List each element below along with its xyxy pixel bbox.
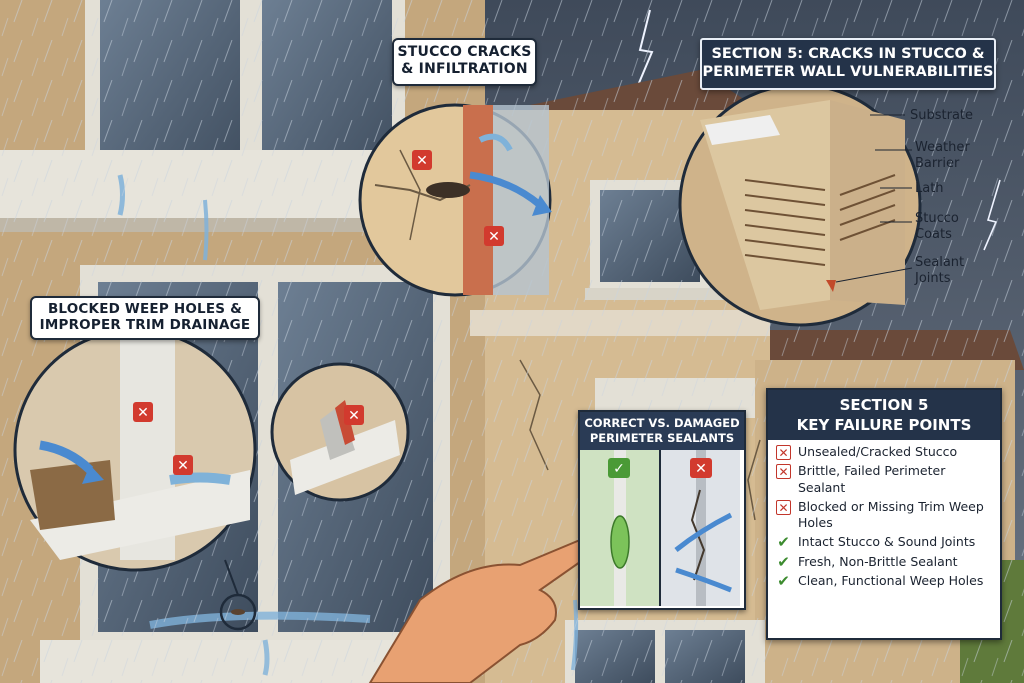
title-line: SECTION 5 [839,396,929,414]
check-icon [608,457,630,478]
callout-line: IMPROPER TRIM DRAINAGE [39,317,251,334]
callout-line: & INFILTRATION [401,60,528,77]
item-text: Unsealed/Cracked Stucco [798,444,958,459]
x-icon: ✕ [776,499,791,515]
trim-corner-zoom: ✕ [270,362,410,502]
stucco-crack-zoom: ✕ ✕ [358,103,552,297]
stucco-cracks-callout: STUCCO CRACKS & INFILTRATION [392,38,537,86]
svg-text:✕: ✕ [416,153,428,169]
svg-text:✕: ✕ [348,408,360,424]
success-point-item: ✔ Fresh, Non-Brittle Sealant [776,554,994,570]
item-text: Brittle, Failed Perimeter Sealant [798,463,946,495]
key-failure-points-title: SECTION 5 KEY FAILURE POINTS [768,390,1000,440]
failure-point-item: ✕ Brittle, Failed Perimeter Sealant [776,463,994,496]
sealant-comparison-card: CORRECT VS. DAMAGED PERIMETER SEALANTS ✓… [578,410,746,610]
layer-label-sealant-joints: Sealant Joints [915,255,964,286]
svg-text:✕: ✕ [695,461,707,477]
weep-holes-callout: BLOCKED WEEP HOLES & IMPROPER TRIM DRAIN… [30,296,260,340]
section5-title: SECTION 5: CRACKS IN STUCCO & PERIMETER … [700,38,996,90]
layer-text: Coats [915,226,952,242]
sealant-comparison-graphic: ✓ ✕ [580,449,740,606]
layer-text: Weather [915,140,970,155]
layer-label-substrate: Substrate [910,108,973,124]
layer-label-lath: Lath [915,181,944,197]
x-icon [690,457,712,478]
svg-text:✕: ✕ [177,458,189,474]
item-text: Clean, Functional Weep Holes [798,572,984,588]
check-icon: ✔ [777,571,790,590]
callout-line: BLOCKED WEEP HOLES & [47,301,243,317]
sealant-card-title: CORRECT VS. DAMAGED PERIMETER SEALANTS [580,412,744,450]
failure-point-item: ✕ Blocked or Missing Trim Weep Holes [776,499,994,532]
layer-text: Sealant [915,255,965,270]
wall-layers-zoom [678,83,922,327]
check-icon: ✔ [777,552,790,571]
x-icon: ✕ [776,445,791,460]
layer-text: Lath [915,181,944,196]
title-line: KEY FAILURE POINTS [796,415,972,434]
layer-text: Barrier [915,155,960,171]
key-failure-points-list: ✕ Unsealed/Cracked Stucco ✕ Brittle, Fai… [768,440,1000,589]
title-line: PERIMETER SEALANTS [589,430,735,445]
layer-text: Substrate [910,108,974,123]
svg-text:✕: ✕ [137,405,149,421]
layer-text: Joints [915,270,951,286]
title-line: CORRECT VS. DAMAGED [584,416,740,430]
layer-text: Stucco [915,211,959,226]
weep-hole-zoom: ✕ ✕ [13,328,257,572]
svg-text:✕: ✕ [488,229,500,245]
layer-label-stucco-coats: Stucco Coats [915,211,959,242]
success-point-item: ✔ Clean, Functional Weep Holes [776,573,994,589]
title-line: PERIMETER WALL VULNERABILITIES [702,64,994,81]
check-icon: ✔ [777,533,790,552]
title-line: SECTION 5: CRACKS IN STUCCO & [711,46,985,62]
key-failure-points-panel: SECTION 5 KEY FAILURE POINTS ✕ Unsealed/… [766,388,1002,640]
item-text: Fresh, Non-Brittle Sealant [798,553,958,569]
layer-label-weather-barrier: Weather Barrier [915,140,970,171]
item-text: Blocked or Missing Trim Weep Holes [798,498,984,530]
item-text: Intact Stucco & Sound Joints [798,534,976,550]
callout-line: STUCCO CRACKS [397,44,532,60]
svg-text:✓: ✓ [613,461,625,477]
success-point-item: ✔ Intact Stucco & Sound Joints [776,534,994,550]
failure-point-item: ✕ Unsealed/Cracked Stucco [776,444,994,460]
x-icon: ✕ [776,464,791,480]
